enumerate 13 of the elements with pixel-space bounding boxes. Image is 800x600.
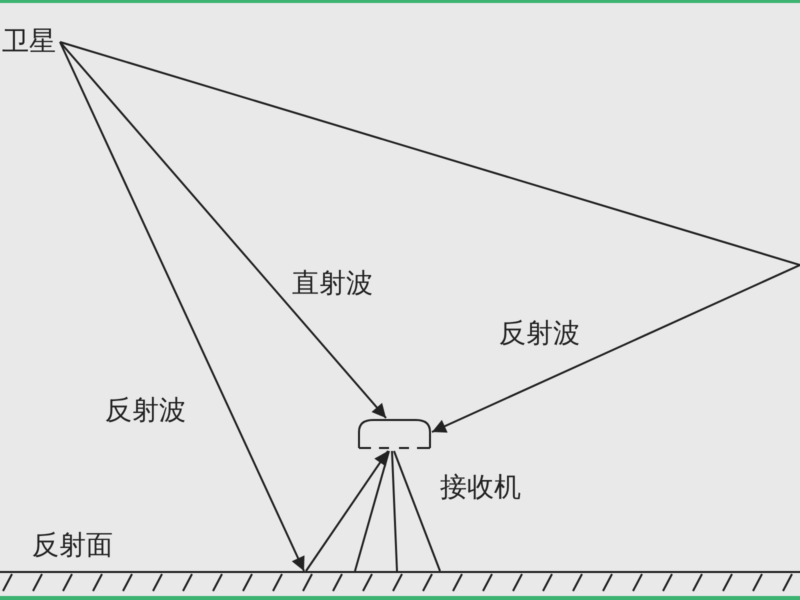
arrow <box>305 450 389 572</box>
line <box>354 450 390 572</box>
receiver-drawing <box>357 418 432 451</box>
arrow <box>59 42 305 572</box>
line <box>60 41 800 266</box>
surface-label: 反射面 <box>32 530 113 562</box>
receiver-label: 接收机 <box>440 472 521 504</box>
arrow <box>59 41 387 419</box>
ground-surface <box>0 571 800 593</box>
satellite-label: 卫星 <box>2 26 60 58</box>
line <box>391 450 398 572</box>
arrow <box>432 264 800 433</box>
line <box>393 450 441 572</box>
